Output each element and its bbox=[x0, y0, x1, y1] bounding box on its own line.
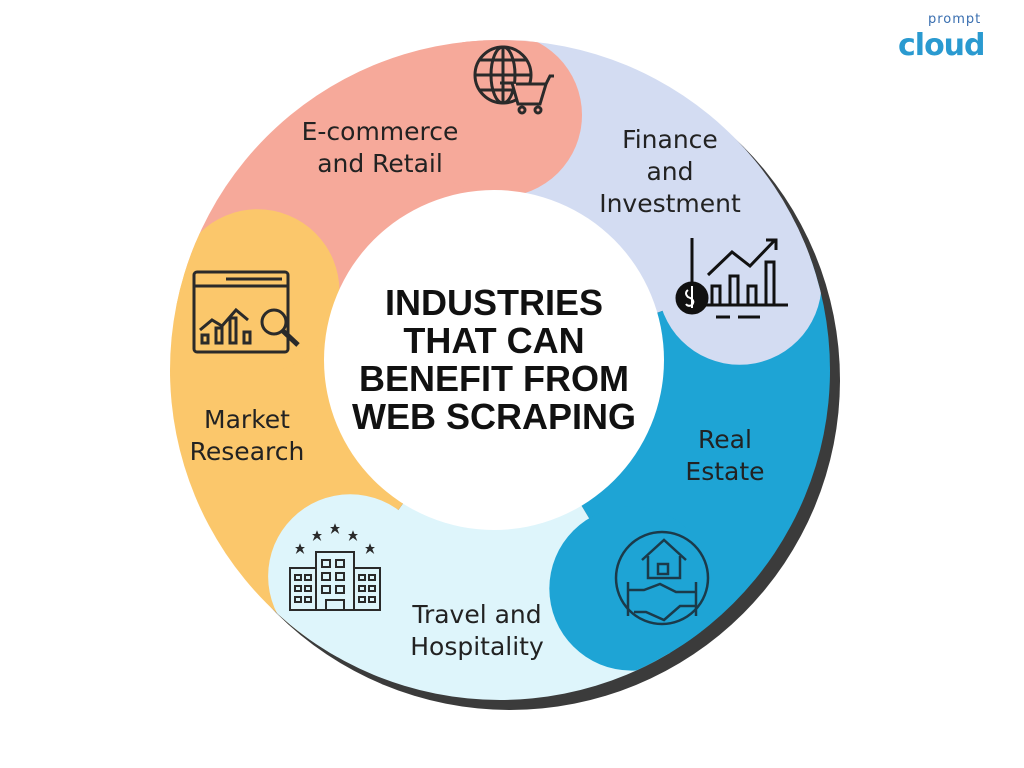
title-line: THAT CAN bbox=[403, 320, 585, 361]
finance-chart-icon bbox=[675, 238, 788, 319]
segment-head-finance bbox=[657, 200, 822, 365]
title-line: WEB SCRAPING bbox=[351, 396, 637, 437]
dollar-icon bbox=[685, 286, 695, 308]
diagram-title: INDUSTRIES THAT CAN BENEFIT FROM WEB SCR… bbox=[352, 284, 636, 436]
title-line: BENEFIT FROM bbox=[359, 358, 629, 399]
center-circle bbox=[324, 190, 664, 530]
segment-head-travel bbox=[268, 494, 433, 659]
segment-head-ecommerce bbox=[418, 40, 582, 197]
promptcloud-logo: prompt cloud bbox=[898, 12, 1008, 64]
star-icons bbox=[295, 523, 375, 554]
logo-top: prompt bbox=[928, 12, 982, 27]
segment-head-market bbox=[175, 209, 340, 374]
hotel-stars-icon bbox=[289, 523, 381, 611]
globe-cart-icon bbox=[473, 45, 554, 115]
logo-bottom: cloud bbox=[898, 28, 986, 63]
house-handshake-icon bbox=[614, 530, 710, 626]
market-analysis-icon bbox=[192, 270, 300, 354]
title-line: INDUSTRIES bbox=[384, 282, 604, 323]
